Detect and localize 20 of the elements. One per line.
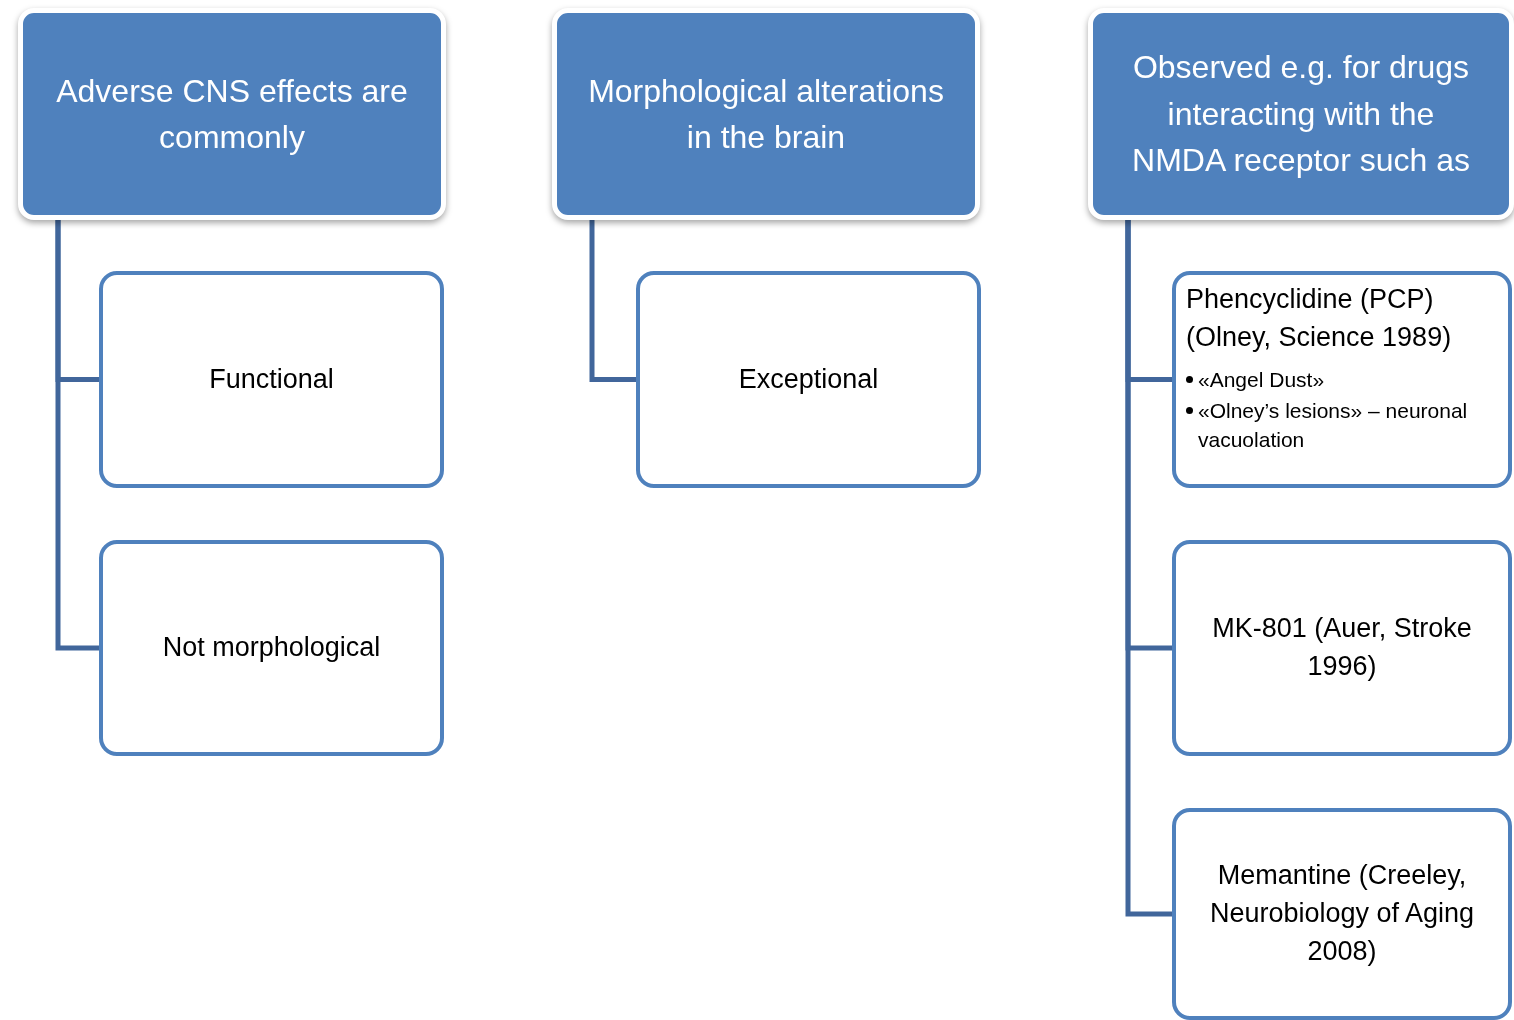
box-text: Exceptional bbox=[738, 362, 879, 396]
header-text: Observed e.g. for drugs interacting with the NMDA receptor such as bbox=[1131, 48, 1471, 181]
content-box bbox=[99, 271, 444, 488]
content-box bbox=[1172, 271, 1512, 488]
content-box bbox=[99, 540, 444, 756]
box-text: Functional bbox=[209, 362, 334, 396]
content-box bbox=[636, 271, 981, 488]
bullet-text: «Angel Dust» bbox=[1198, 366, 1325, 393]
content-box bbox=[1172, 540, 1512, 756]
connector-line bbox=[1125, 220, 1172, 917]
box-text: Not morphological bbox=[162, 631, 381, 665]
box-text: Phencyclidine (PCP) (Olney, Science 1989) bbox=[1186, 283, 1453, 354]
header-text: Adverse CNS effects are commonly bbox=[55, 71, 409, 157]
bullet-text: «Olney’s lesions» – neuronal vacuolation bbox=[1198, 398, 1469, 454]
box-text: Memantine (Creeley, Neurobiology of Aging 2008) bbox=[1208, 859, 1476, 968]
connector-line bbox=[589, 220, 636, 382]
connector-line bbox=[55, 220, 99, 651]
header-text: Morphological alterations in the brain bbox=[587, 71, 945, 157]
content-box bbox=[1172, 808, 1512, 1020]
box-text: MK-801 (Auer, Stroke 1996) bbox=[1211, 612, 1473, 683]
